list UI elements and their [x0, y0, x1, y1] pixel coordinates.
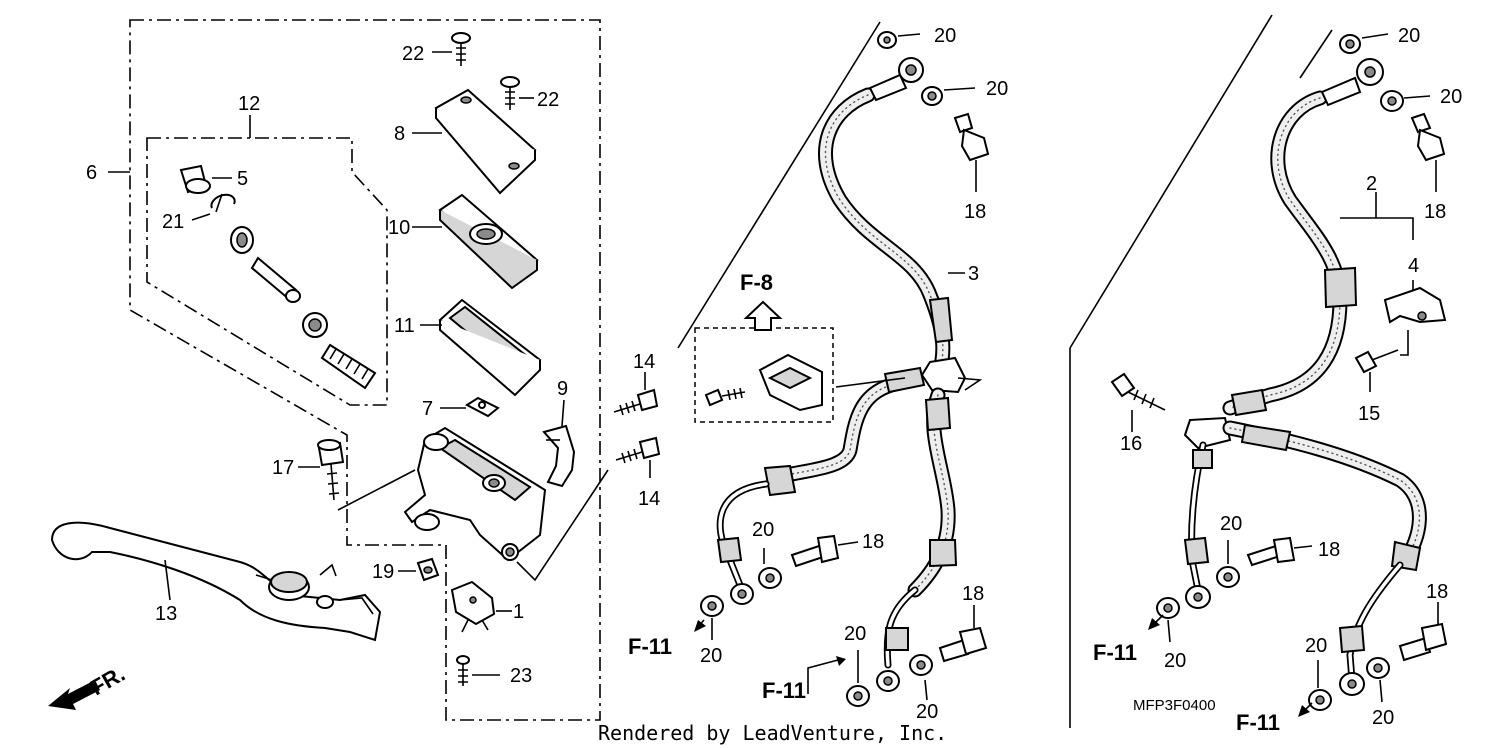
- callout-14-lower: 14: [638, 488, 660, 510]
- mount-bracket-part: [704, 353, 823, 412]
- pivot-nut-part: [416, 557, 440, 582]
- callout-4: 4: [1408, 255, 1419, 277]
- callout-3: 3: [968, 263, 979, 285]
- callout-10: 10: [388, 217, 410, 239]
- retainer-clip-part: [465, 396, 500, 418]
- diaphragm-part: [438, 298, 542, 397]
- callout-22-a: 22: [402, 43, 424, 65]
- callout-20-l: 20: [1372, 707, 1394, 729]
- callout-20-j: 20: [1164, 650, 1186, 672]
- diaphragm-plate-part: [438, 193, 539, 290]
- callout-18-right-top: 18: [1424, 201, 1446, 223]
- callout-15: 15: [1358, 403, 1380, 425]
- reference-f11-center-left: F-11: [628, 634, 672, 659]
- upper-brake-hose-part: [818, 57, 954, 368]
- callout-20-c: 20: [752, 519, 774, 541]
- center-bolts: [790, 112, 990, 663]
- right-lower-left-pipe-part: [1183, 441, 1213, 609]
- callout-9: 9: [557, 378, 568, 400]
- callout-19: 19: [372, 561, 394, 583]
- reference-f8: F-8: [740, 270, 773, 295]
- reference-f11-right-low: F-11: [1236, 710, 1280, 735]
- brake-switch-part: [450, 580, 496, 633]
- callout-20-k: 20: [1305, 635, 1327, 657]
- right-bolts: [1246, 112, 1448, 662]
- reservoir-cap-part: [434, 88, 537, 195]
- piston-set-outline: [146, 137, 388, 406]
- switch-screw-part: [456, 655, 470, 686]
- callout-23: 23: [510, 665, 532, 687]
- joint-bolt-part: [1110, 372, 1166, 411]
- master-cylinder-holder-part: [542, 424, 576, 488]
- callout-17: 17: [272, 457, 294, 479]
- callout-20-d: 20: [700, 645, 722, 667]
- hose-clamp-part: [1383, 286, 1447, 324]
- front-direction-arrow: [48, 680, 100, 710]
- mounting-bolt-upper: [613, 388, 659, 416]
- callout-18-center-mid: 18: [862, 531, 884, 553]
- master-cylinder-body: [403, 426, 547, 562]
- callout-20-e: 20: [844, 623, 866, 645]
- right-joint-part: [1183, 416, 1232, 450]
- callout-6: 6: [86, 162, 97, 184]
- callout-5: 5: [237, 168, 248, 190]
- screw-part-second: [500, 76, 520, 110]
- reference-f11-center-low: F-11: [762, 678, 806, 703]
- three-way-joint-part: [920, 356, 983, 394]
- brake-lever-part: [50, 521, 382, 642]
- callout-7: 7: [422, 398, 433, 420]
- up-arrow: [743, 300, 783, 331]
- right-lower-right-hose-part: [1222, 420, 1427, 696]
- callout-20-g: 20: [1398, 25, 1420, 47]
- callout-18-center-top: 18: [964, 201, 986, 223]
- credit-text: Rendered by LeadVenture, Inc.: [598, 721, 947, 745]
- callout-13: 13: [155, 603, 177, 625]
- lower-left-brake-hose-part: [716, 366, 926, 605]
- callout-12: 12: [238, 93, 260, 115]
- callout-20-h: 20: [1440, 86, 1462, 108]
- right-washers: [1156, 34, 1404, 711]
- callout-21: 21: [162, 211, 184, 233]
- callout-20-f: 20: [916, 701, 938, 723]
- callout-20-b: 20: [986, 78, 1008, 100]
- callout-22-b: 22: [537, 89, 559, 111]
- callout-2: 2: [1366, 173, 1377, 195]
- screw-part-top: [451, 32, 471, 66]
- lower-right-brake-hose-part: [876, 387, 958, 692]
- callout-8: 8: [394, 123, 405, 145]
- center-washers: [700, 31, 943, 707]
- callout-16: 16: [1120, 433, 1142, 455]
- callout-20-i: 20: [1220, 513, 1242, 535]
- clamp-bolt-part: [1354, 349, 1399, 374]
- callout-1: 1: [513, 601, 524, 623]
- master-cylinder-group-outline: [129, 19, 601, 721]
- f8-inset-box: [694, 327, 834, 423]
- right-upper-brake-hose-part: [1222, 58, 1384, 417]
- dust-boot-part: [179, 164, 211, 194]
- pivot-bolt-part: [317, 439, 345, 501]
- callout-18-right-mid: 18: [1318, 539, 1340, 561]
- diagram-code: MFP3F0400: [1133, 697, 1216, 714]
- callout-14-upper: 14: [633, 351, 655, 373]
- mounting-bolt-lower: [615, 436, 661, 464]
- callout-11: 11: [394, 315, 415, 337]
- front-direction-label: FR.: [86, 661, 129, 700]
- callout-18-right-low: 18: [1426, 581, 1448, 603]
- callout-18-center-low: 18: [962, 583, 984, 605]
- callout-20-a: 20: [934, 25, 956, 47]
- circlip-part: [210, 193, 236, 213]
- reference-f11-right-left: F-11: [1093, 640, 1137, 665]
- piston-parts: [230, 226, 377, 390]
